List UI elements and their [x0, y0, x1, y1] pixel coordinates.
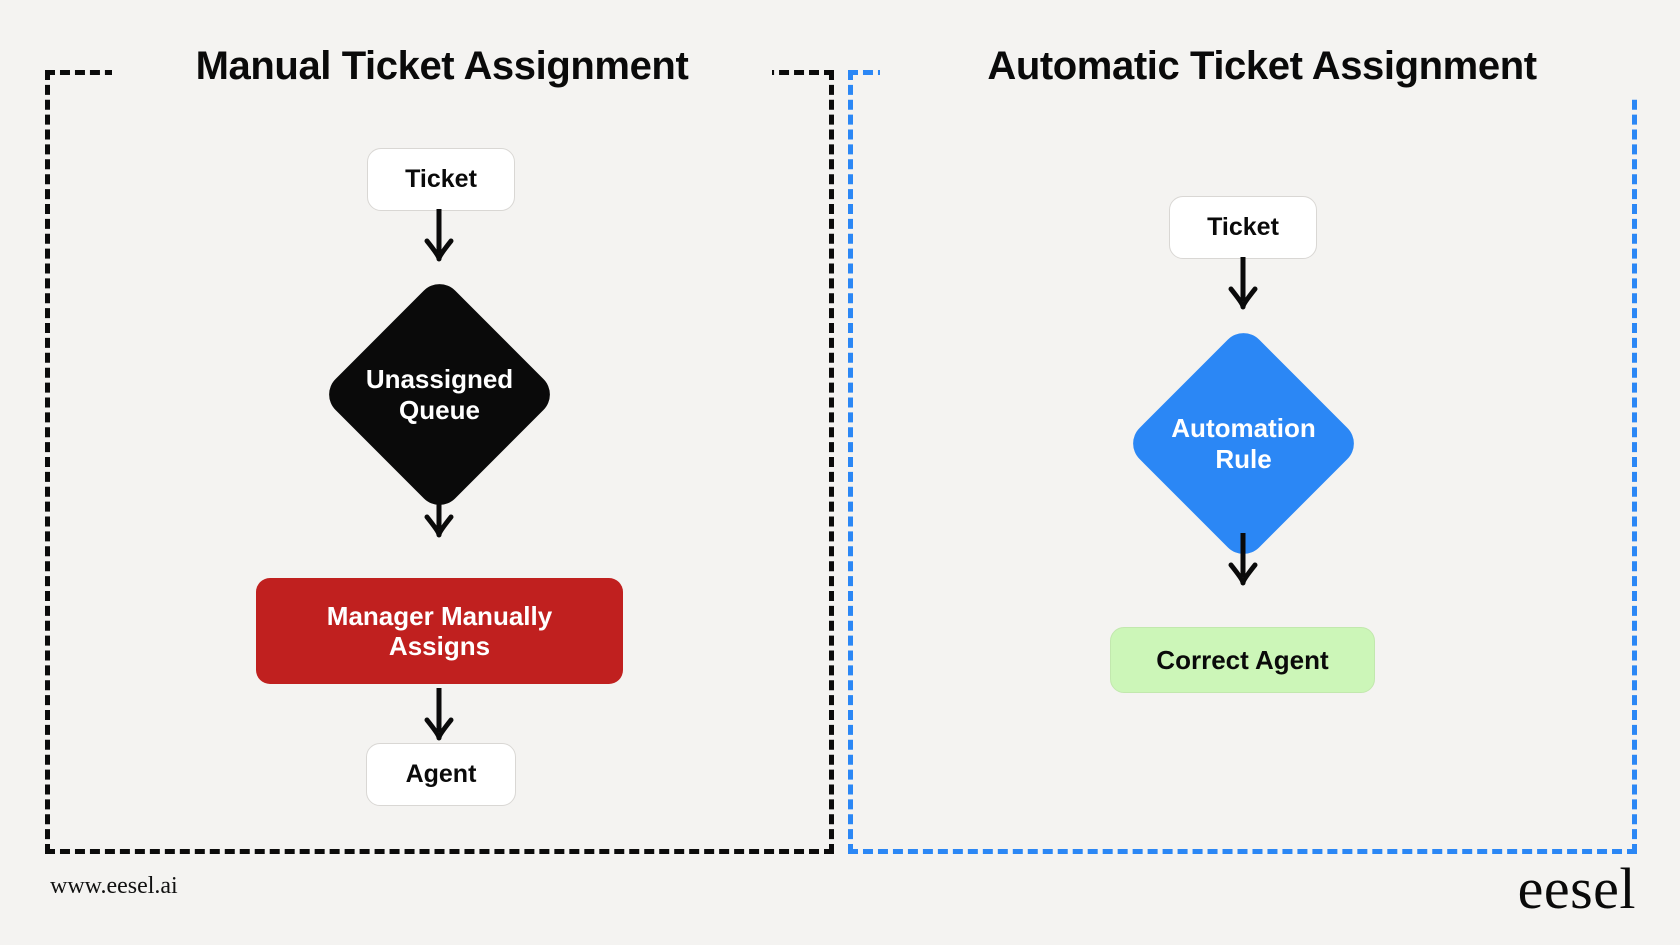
- footer-website-url: www.eesel.ai: [50, 873, 178, 899]
- node-auto-automation-rule-label: Automation Rule: [1171, 413, 1316, 474]
- node-manual-manager-assigns-label: Manager Manually Assigns: [326, 600, 553, 661]
- node-manual-agent: Agent: [366, 743, 516, 806]
- node-manual-ticket-label: Ticket: [405, 164, 477, 193]
- node-auto-automation-rule: Automation Rule: [1123, 323, 1364, 564]
- node-manual-unassigned-queue: Unassigned Queue: [319, 274, 560, 515]
- footer-eesel-logo: eesel: [1517, 856, 1636, 921]
- panel-manual-title: Manual Ticket Assignment: [112, 35, 772, 97]
- node-auto-ticket: Ticket: [1169, 196, 1317, 259]
- panel-automatic-title: Automatic Ticket Assignment: [880, 35, 1644, 97]
- node-auto-correct-agent-label: Correct Agent: [1156, 644, 1329, 675]
- node-manual-agent-label: Agent: [405, 759, 477, 788]
- node-auto-correct-agent: Correct Agent: [1110, 627, 1375, 693]
- node-manual-manager-assigns: Manager Manually Assigns: [256, 578, 623, 684]
- node-auto-ticket-label: Ticket: [1207, 212, 1279, 241]
- node-manual-ticket: Ticket: [367, 148, 515, 211]
- node-manual-unassigned-queue-label: Unassigned Queue: [365, 364, 514, 425]
